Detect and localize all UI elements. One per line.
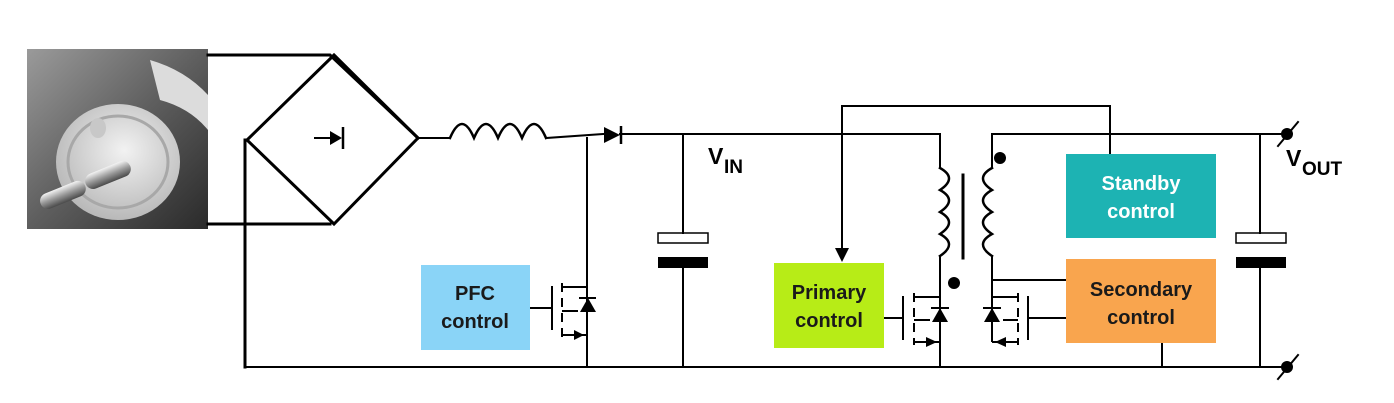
standby-control-block: Standby control: [1066, 154, 1216, 238]
primary-polarity-dot: [948, 277, 960, 289]
pfc-control-block: PFC control: [421, 265, 530, 350]
boost-diode: [604, 126, 623, 144]
output-capacitor-plate-solid: [1236, 257, 1286, 268]
pfc-control-line2: control: [441, 311, 509, 333]
power-plug-photo: [27, 49, 208, 229]
vout-positive-terminal: [1281, 128, 1293, 140]
pfc-inductor: [448, 122, 548, 142]
vout-label: V OUT: [1286, 145, 1343, 180]
primary-control-line1: Primary: [792, 282, 867, 304]
vout-negative-terminal: [1281, 361, 1293, 373]
primary-winding: [937, 166, 951, 258]
vin-main: V: [708, 143, 724, 169]
bulk-capacitor-plate-solid: [658, 257, 708, 268]
output-capacitor-plate: [1235, 232, 1287, 244]
vin-sub: IN: [724, 157, 743, 178]
primary-control-block: Primary control: [774, 263, 884, 348]
standby-control-line1: Standby: [1102, 173, 1182, 195]
secondary-control-line1: Secondary: [1090, 279, 1193, 301]
bulk-capacitor-plate: [657, 232, 709, 244]
vout-sub: OUT: [1302, 159, 1343, 180]
primary-control-line2: control: [795, 310, 863, 332]
vout-main: V: [1286, 145, 1302, 171]
secondary-control-line2: control: [1107, 307, 1175, 329]
standby-control-line2: control: [1107, 201, 1175, 223]
secondary-control-block: Secondary control: [1066, 259, 1216, 343]
vin-label: V IN: [708, 143, 743, 178]
secondary-winding: [981, 166, 995, 258]
feedback-arrow: [835, 248, 849, 262]
pfc-control-line1: PFC: [455, 283, 495, 305]
secondary-polarity-dot: [994, 152, 1006, 164]
bridge-rectifier: [244, 52, 421, 227]
bridge-rectifier-diode: [314, 127, 345, 149]
